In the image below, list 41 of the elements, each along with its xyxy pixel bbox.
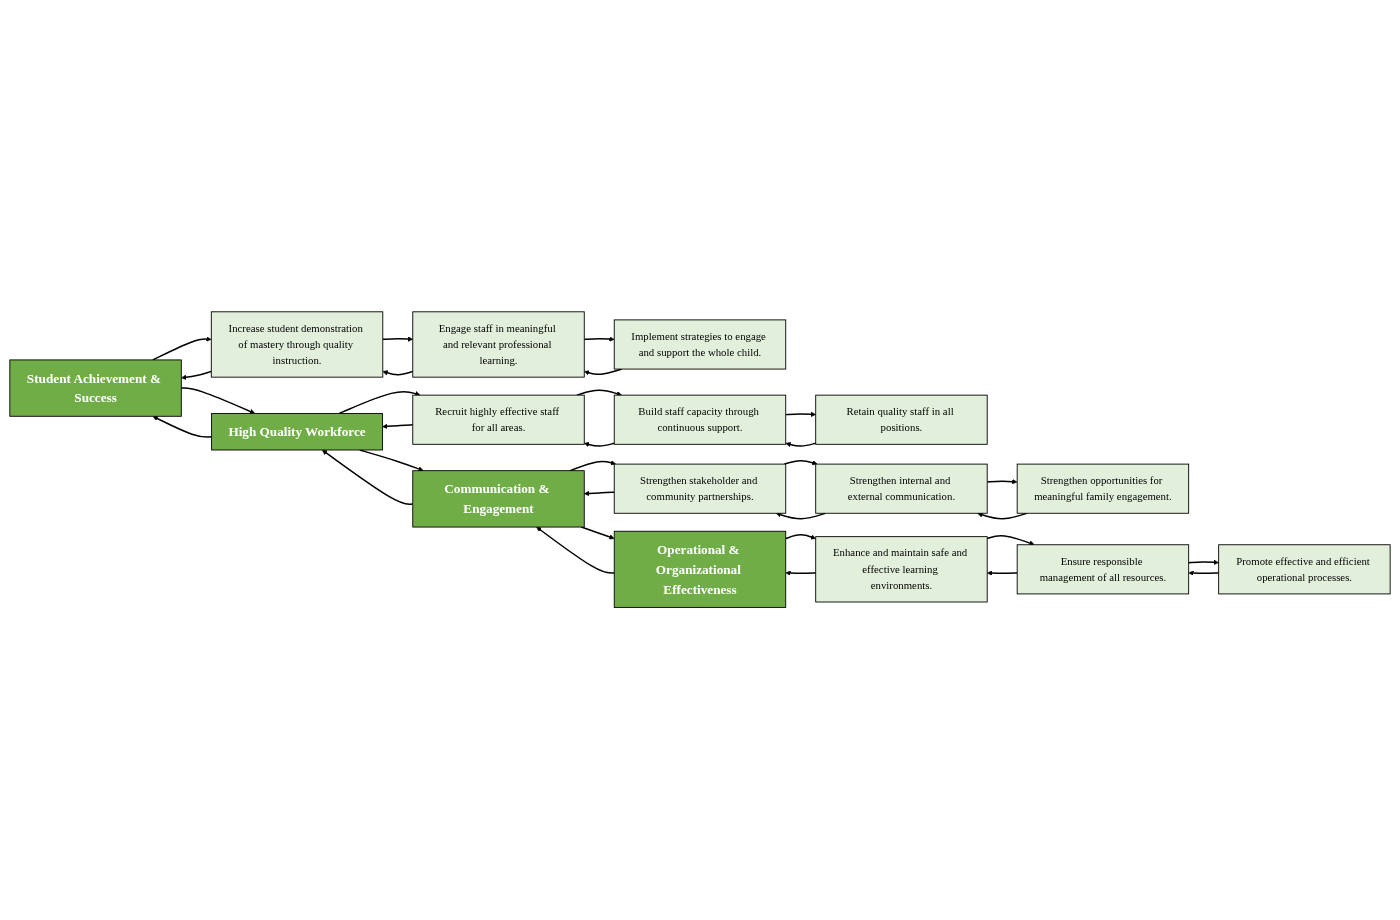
node-box: Communication & Engagement (412, 470, 585, 528)
node-box: Retain quality staff in all positions. (815, 395, 988, 446)
arrow (987, 570, 1018, 577)
arrow (785, 570, 817, 577)
arrow (382, 424, 414, 430)
arrow (322, 450, 414, 506)
arrow (382, 336, 414, 343)
arrow (152, 416, 213, 439)
node-box: High Quality Workforce (211, 413, 383, 451)
node-box: Student Achievement & Success (9, 359, 182, 418)
node-box: Implement strategies to engage and support the whole child. (613, 319, 787, 370)
node-box: Engage staff in meaningful and relevant professional learning. (412, 311, 585, 378)
arrow (584, 442, 615, 448)
node-box: Operational & Organizational Effectiveness (613, 531, 787, 609)
node-box: Recruit highly effective staff for all areas. (412, 395, 585, 446)
node-box: Promote effective and efficient operational processes. (1218, 544, 1391, 595)
node-box: Strengthen opportunities for meaningful family engagement. (1016, 464, 1190, 515)
arrow (785, 442, 817, 448)
arrow (986, 479, 1018, 485)
arrow (152, 336, 212, 362)
node-box: Strengthen stakeholder and community partnerships. (613, 464, 787, 515)
arrow (584, 491, 615, 497)
node-box: Build staff capacity through continuous support. (613, 395, 787, 446)
arrow (569, 460, 616, 472)
node-box: Ensure responsible management of all resources. (1016, 544, 1190, 595)
arrow (583, 336, 615, 343)
arrow (785, 534, 816, 540)
arrow (986, 535, 1035, 546)
arrow (181, 371, 213, 381)
node-box: Enhance and maintain safe and effective learning environments. (815, 536, 988, 603)
arrow (180, 387, 256, 415)
arrow (783, 460, 818, 466)
arrow (580, 526, 615, 540)
arrow (1188, 570, 1220, 577)
arrow (536, 527, 615, 575)
arrow (1187, 560, 1219, 566)
arrow (338, 391, 421, 415)
node-box: Increase student demonstration of mastery through quality instruction. (210, 311, 384, 378)
node-box: Strengthen internal and external communication. (815, 464, 988, 515)
arrow (785, 412, 816, 418)
arrow (382, 370, 414, 376)
